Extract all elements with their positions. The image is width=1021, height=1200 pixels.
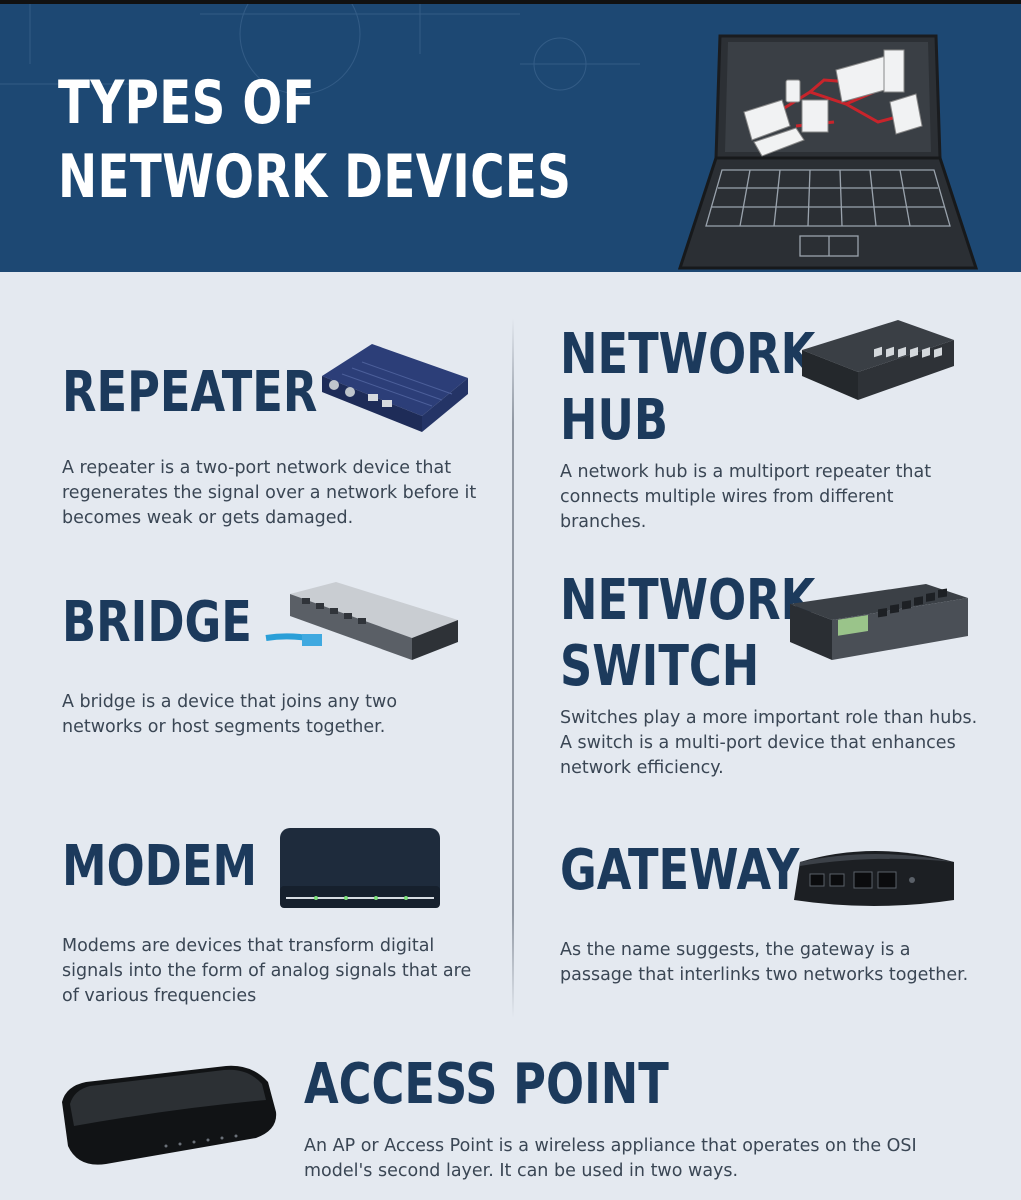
switch-device-icon: [790, 584, 968, 660]
column-divider: [512, 318, 514, 1018]
gateway-description: As the name suggests, the gateway is a p…: [560, 940, 969, 985]
hub-section: NETWORK HUB: [560, 322, 879, 454]
access-point-device-icon: [62, 1065, 277, 1165]
bridge-section: BRIDGE: [62, 592, 299, 654]
bridge-device-icon: [265, 582, 458, 660]
access-point-section: ACCESS POINT: [304, 1054, 760, 1116]
gateway-section: GATEWAY: [560, 840, 859, 902]
title-line-1: TYPES OF: [58, 68, 315, 138]
switch-heading: NETWORK SWITCH: [560, 568, 815, 700]
modem-heading: MODEM: [62, 834, 258, 899]
laptop-network-icon: [678, 34, 978, 270]
switch-description: Switches play a more important role than…: [560, 708, 978, 778]
hub-heading: NETWORK HUB: [560, 322, 815, 454]
switch-heading-line-2: SWITCH: [560, 634, 760, 699]
header-banner: TYPES OF NETWORK DEVICES: [0, 4, 1021, 272]
header-decoration: [0, 4, 640, 95]
switch-section: NETWORK SWITCH: [560, 568, 879, 700]
bridge-heading: BRIDGE: [62, 590, 252, 655]
gateway-heading: GATEWAY: [560, 838, 800, 903]
gateway-device-icon: [794, 851, 954, 906]
access-point-description: An AP or Access Point is a wireless appl…: [304, 1136, 917, 1181]
access-point-heading: ACCESS POINT: [304, 1052, 669, 1117]
hub-description: A network hub is a multiport repeater th…: [560, 462, 932, 532]
repeater-section: REPEATER: [62, 362, 381, 424]
switch-heading-line-1: NETWORK: [560, 568, 816, 633]
hub-device-icon: [802, 320, 954, 400]
page-title: TYPES OF NETWORK DEVICES: [58, 66, 571, 214]
repeater-description: A repeater is a two-port network device …: [62, 458, 477, 528]
modem-device-icon: [280, 828, 440, 908]
title-line-2: NETWORK DEVICES: [58, 142, 572, 212]
modem-section: MODEM: [62, 836, 306, 898]
repeater-device-icon: [322, 344, 468, 432]
top-border: [0, 0, 1021, 4]
bridge-description: A bridge is a device that joins any two …: [62, 692, 398, 737]
hub-heading-line-1: NETWORK: [560, 322, 816, 387]
repeater-heading: REPEATER: [62, 360, 318, 425]
modem-description: Modems are devices that transform digita…: [62, 936, 472, 1006]
hub-heading-line-2: HUB: [560, 388, 669, 453]
